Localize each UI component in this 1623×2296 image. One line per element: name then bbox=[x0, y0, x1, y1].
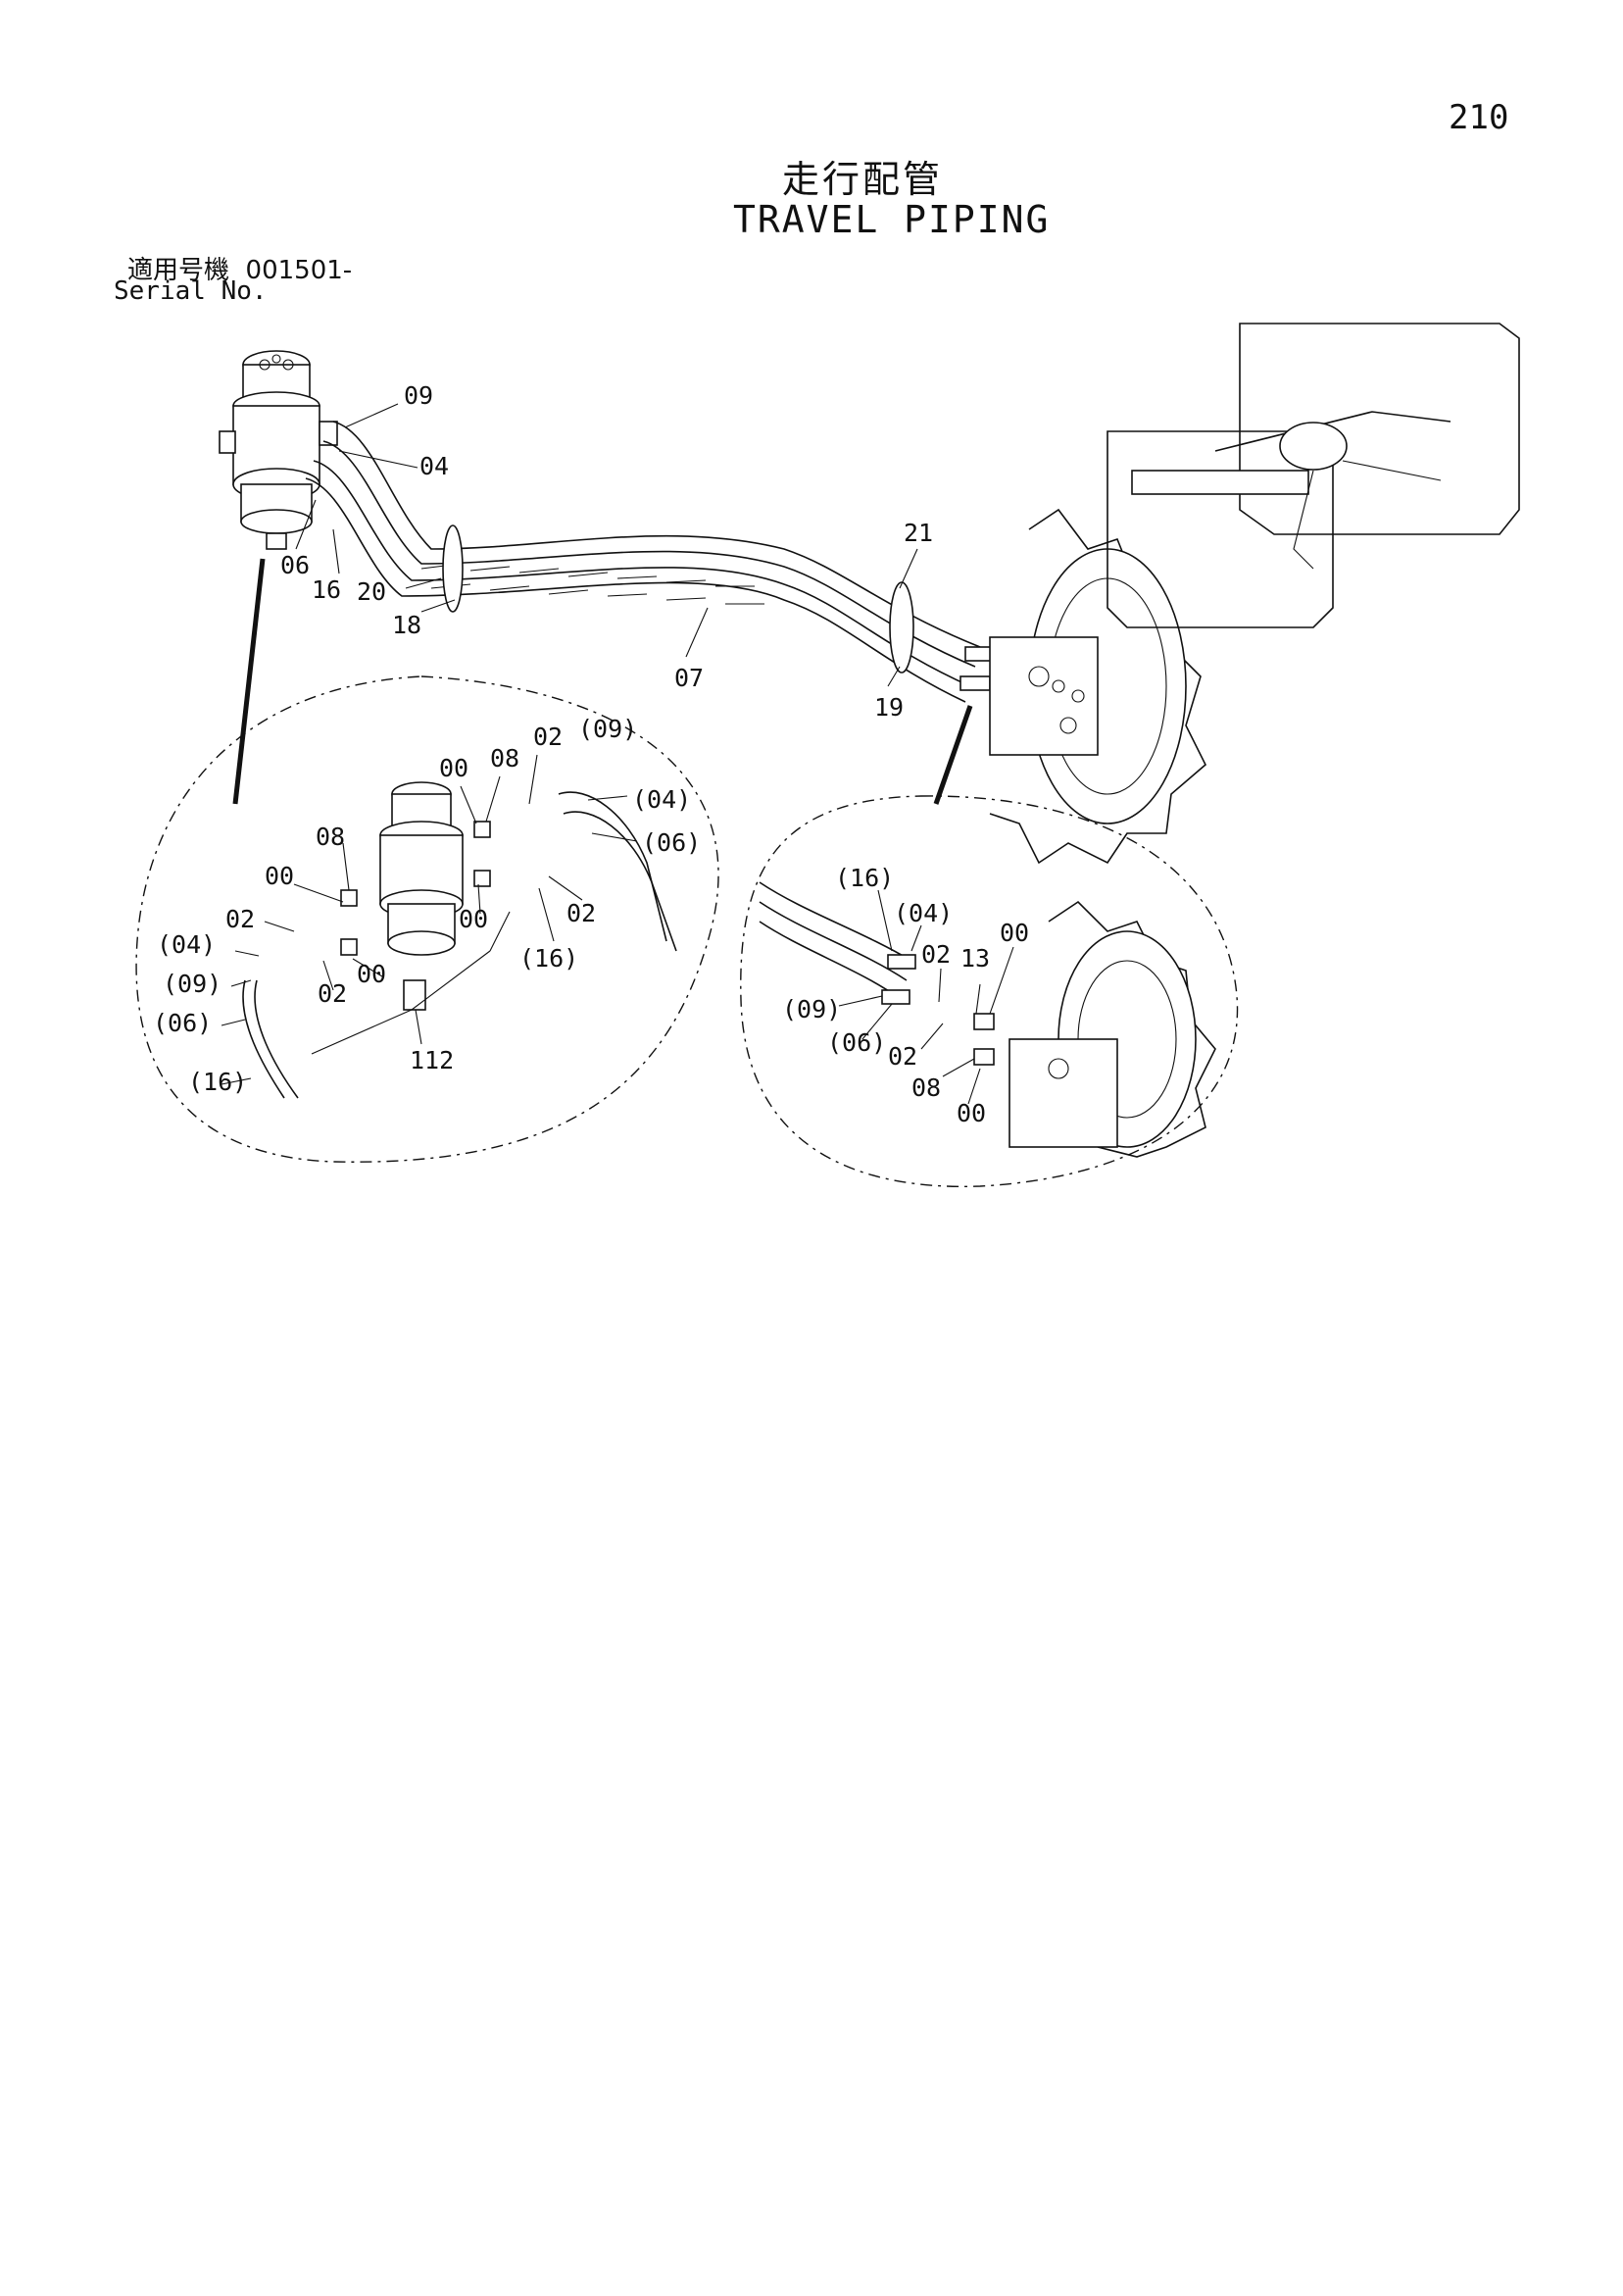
main-leader-lines bbox=[295, 403, 918, 687]
detail-left-callout-00b: 00 bbox=[265, 862, 294, 890]
detail-right-callout-08: 08 bbox=[911, 1073, 941, 1102]
pointer-left bbox=[232, 558, 266, 805]
travel-piping-diagram: 09 04 06 16 20 18 07 21 19 00 08 02 (09)… bbox=[135, 323, 1520, 1187]
detail-right-callout-13: 13 bbox=[960, 944, 990, 973]
crawler-frame-drawing bbox=[1107, 323, 1520, 628]
detail-right-callout-02b: 02 bbox=[888, 1042, 917, 1071]
detail-left-callout-04: (04) bbox=[632, 785, 691, 814]
callout-09: 09 bbox=[404, 381, 433, 410]
center-joint-drawing bbox=[219, 350, 338, 550]
callout-07: 07 bbox=[674, 664, 704, 692]
callout-21: 21 bbox=[904, 519, 933, 547]
detail-right-callout-04: (04) bbox=[894, 899, 953, 927]
callout-19: 19 bbox=[874, 693, 904, 722]
serial-range: 001501- bbox=[245, 256, 353, 285]
serial-label-jp-text: 適用号機 bbox=[127, 256, 230, 285]
detail-right bbox=[740, 795, 1239, 1187]
detail-left-callout-06b: (06) bbox=[153, 1009, 212, 1037]
detail-left-callout-02: 02 bbox=[533, 723, 563, 751]
detail-left-callout-09: (09) bbox=[578, 715, 637, 743]
detail-left-callout-16c: (16) bbox=[519, 944, 578, 973]
hose-bundle-drawing bbox=[305, 421, 996, 703]
detail-right-callout-06: (06) bbox=[827, 1028, 886, 1057]
callout-20: 20 bbox=[357, 577, 386, 606]
detail-left-callout-00d: 00 bbox=[459, 905, 488, 933]
travel-motor-drawing bbox=[989, 508, 1206, 865]
detail-left bbox=[135, 675, 719, 1163]
detail-left-callout-06: (06) bbox=[642, 828, 701, 857]
detail-left-callout-02b: 02 bbox=[225, 905, 255, 933]
detail-left-callout-00: 00 bbox=[439, 754, 468, 782]
page-title-japanese: 走行配管 bbox=[782, 158, 944, 201]
detail-left-callout-02c: 02 bbox=[318, 979, 347, 1008]
detail-right-callout-00: 00 bbox=[1000, 919, 1029, 947]
detail-left-callout-08: 08 bbox=[490, 744, 519, 773]
callout-04: 04 bbox=[419, 452, 449, 480]
detail-right-callout-09: (09) bbox=[782, 995, 841, 1023]
serial-label-japanese: 適用号機 001501- bbox=[127, 250, 352, 286]
detail-right-callout-00b: 00 bbox=[957, 1099, 986, 1127]
detail-left-callout-00c: 00 bbox=[357, 960, 386, 988]
detail-left-callout-09b: (09) bbox=[163, 970, 221, 998]
detail-left-callout-112: 112 bbox=[410, 1046, 454, 1074]
page-title-english: TRAVEL PIPING bbox=[733, 198, 1051, 241]
detail-left-callout-04b: (04) bbox=[157, 930, 216, 959]
detail-left-callout-16b: (16) bbox=[188, 1068, 247, 1096]
serial-label-english: Serial No. bbox=[114, 276, 268, 306]
callout-18: 18 bbox=[392, 611, 421, 639]
detail-right-callout-16: (16) bbox=[835, 864, 894, 892]
detail-left-callout-08b: 08 bbox=[316, 823, 345, 851]
page-number: 210 bbox=[1449, 98, 1509, 137]
pointer-right bbox=[933, 705, 973, 805]
detail-right-callout-02: 02 bbox=[921, 940, 951, 969]
callout-06: 06 bbox=[280, 551, 310, 579]
detail-left-callout-02d: 02 bbox=[566, 899, 596, 927]
callout-16: 16 bbox=[312, 575, 341, 604]
